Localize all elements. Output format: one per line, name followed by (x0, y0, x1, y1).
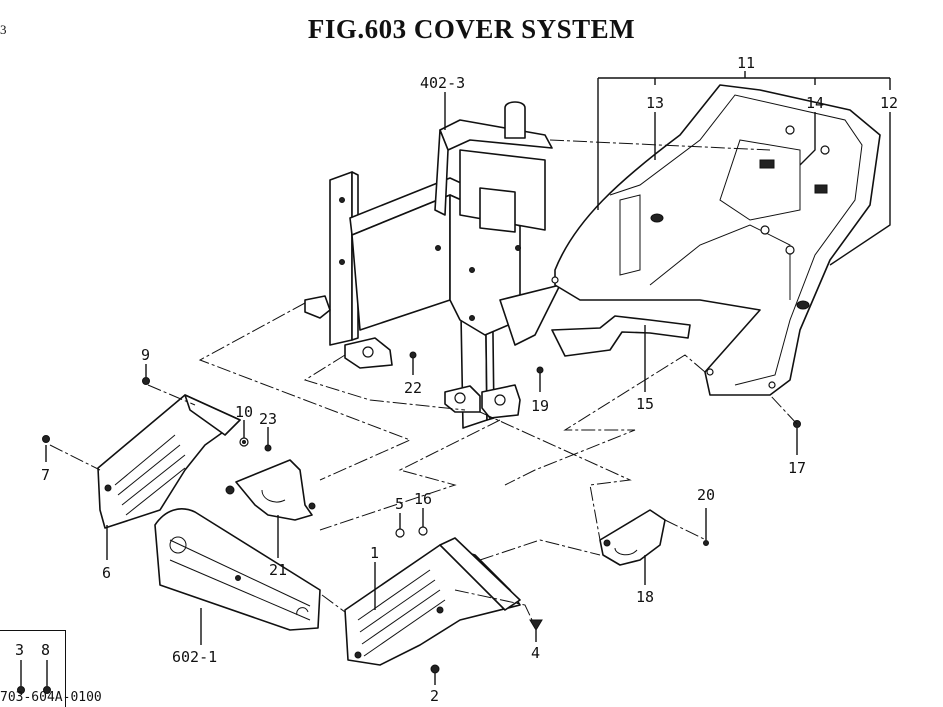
callout-12: 12 (880, 94, 898, 112)
callout-15: 15 (636, 395, 654, 413)
callout-20: 20 (697, 486, 715, 504)
callout-10: 10 (235, 403, 253, 421)
assembly-lines (49, 139, 798, 621)
callout-14: 14 (806, 94, 824, 112)
hardware-box (0, 630, 66, 707)
callout-4: 4 (531, 644, 540, 662)
side-cover-6 (97, 394, 241, 529)
callout-8: 8 (41, 641, 50, 659)
strip-15 (551, 315, 691, 357)
document-code: 703-604A-0100 (0, 690, 102, 705)
callout-7: 7 (41, 466, 50, 484)
callout-9: 9 (141, 346, 150, 364)
callout-2: 2 (430, 687, 439, 705)
callout-602-1: 602-1 (172, 648, 217, 666)
frame-402-3 (304, 101, 561, 429)
callout-11: 11 (737, 54, 755, 72)
callout-3: 3 (15, 641, 24, 659)
corner-mark: 3 (0, 22, 7, 37)
callout-17: 17 (788, 459, 806, 477)
callout-16: 16 (414, 490, 432, 508)
callout-5: 5 (395, 495, 404, 513)
figure-title: FIG.603 COVER SYSTEM (307, 14, 636, 44)
callout-13: 13 (646, 94, 664, 112)
callout-402-3: 402-3 (420, 74, 465, 92)
callout-23: 23 (259, 410, 277, 428)
leader-lines (20, 71, 891, 686)
callout-labels: 11 13 14 12 402-3 9 10 23 7 6 21 22 19 1… (15, 54, 898, 705)
dash-cover-11 (551, 84, 881, 396)
front-panel-602-1 (154, 508, 321, 631)
callout-22: 22 (404, 379, 422, 397)
callout-18: 18 (636, 588, 654, 606)
callout-19: 19 (531, 397, 549, 415)
side-cover-1 (344, 537, 521, 666)
callout-6: 6 (102, 564, 111, 582)
callout-21: 21 (269, 561, 287, 579)
bracket-21 (235, 459, 316, 521)
bracket-18 (599, 509, 666, 566)
callout-1: 1 (370, 544, 379, 562)
